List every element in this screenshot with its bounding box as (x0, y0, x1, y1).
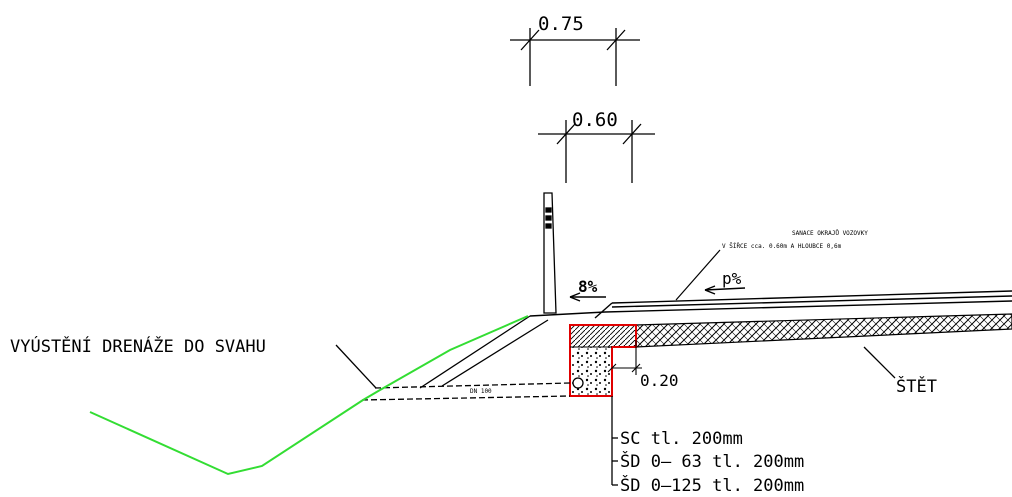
remediation-note-line2: V ŠÍŘCE cca. 0.60m A HLOUBCE 0,6m (722, 242, 842, 250)
remediation-leader (675, 249, 721, 301)
dimension-top (510, 28, 640, 86)
layer-label-1: SC tl. 200mm (620, 429, 743, 449)
terrain-line (89, 315, 529, 476)
pavement-layer (635, 313, 1012, 348)
stet-label: ŠTĚT (896, 375, 937, 397)
dimension-top-label: 0.75 (538, 13, 584, 35)
slope-arrow-shoulder (569, 292, 606, 302)
drainage-trench (569, 324, 637, 397)
embankment (361, 315, 571, 401)
drain-outlet-leader (335, 344, 377, 389)
slope-arrow-road (704, 285, 746, 295)
drain-outlet-label: VYÚSTĚNÍ DRENÁŽE DO SVAHU (10, 335, 266, 357)
drain-pipe-icon (572, 377, 584, 389)
slope-road-label: p% (722, 269, 742, 288)
dimension-middle-label: 0.60 (572, 109, 618, 131)
layer-label-3: ŠD 0–125 tl. 200mm (620, 474, 804, 496)
road-surface (529, 290, 1012, 319)
layer-legend (611, 396, 618, 486)
dimension-middle (538, 120, 655, 183)
remediation-note-line1: SANACE OKRAJŮ VOZOVKY (792, 230, 868, 237)
guardrail-post (543, 192, 557, 314)
layer-label-2: ŠD 0– 63 tl. 200mm (620, 450, 804, 472)
slope-shoulder-label: 8% (578, 277, 598, 296)
dimension-offset (607, 340, 642, 375)
pipe-label: DN 100 (470, 388, 492, 395)
dimension-offset-label: 0.20 (640, 371, 679, 390)
stet-leader (863, 346, 896, 379)
